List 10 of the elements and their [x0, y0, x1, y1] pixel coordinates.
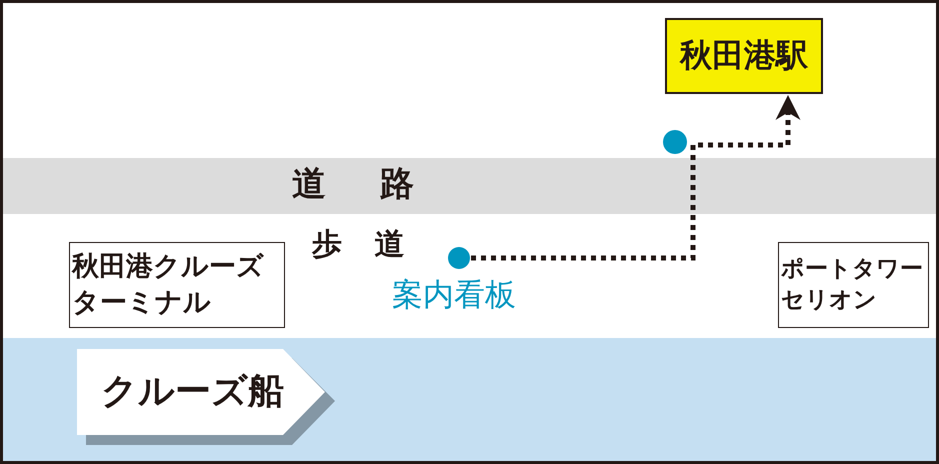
ship-sign [77, 349, 335, 445]
sign-dot [663, 130, 687, 154]
building-box: ポートタワーセリオン [778, 242, 929, 328]
road-label: 道 路 [292, 164, 414, 204]
route-arrow [471, 95, 800, 260]
ship-label: クルーズ船 [101, 370, 284, 414]
station-box: 秋田港駅 [665, 18, 823, 94]
sidewalk-label: 歩 道 [312, 226, 404, 264]
sign-label: 案内看板 [392, 276, 516, 315]
building-box: 秋田港クルーズターミナル [69, 242, 285, 328]
